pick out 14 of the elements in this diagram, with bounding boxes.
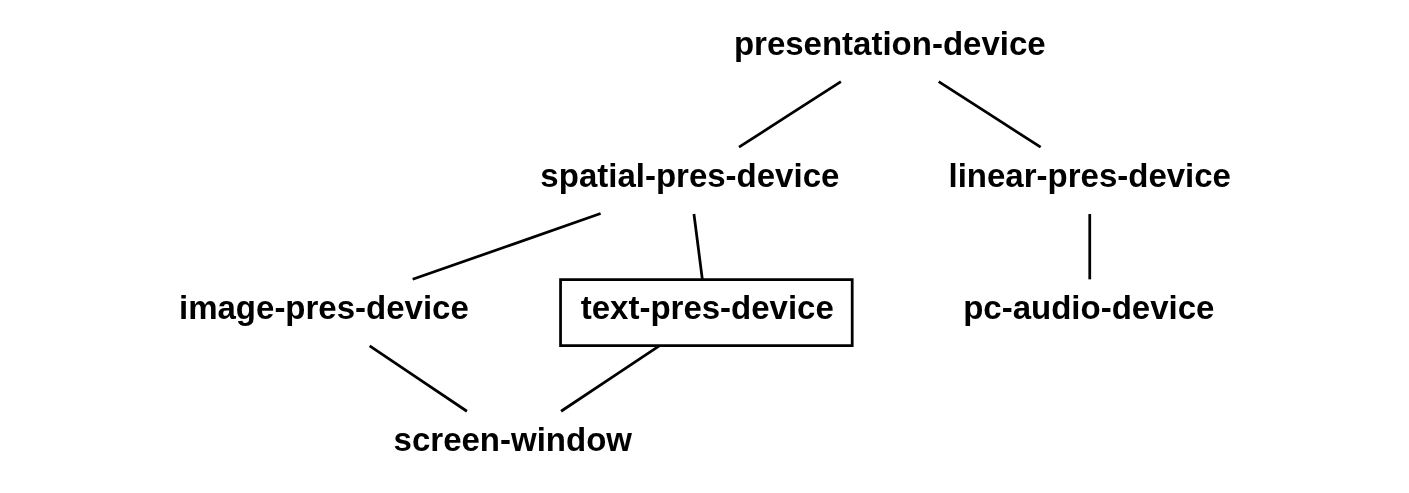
node-text: pc-audio-device: [962, 288, 1214, 326]
node-text: spatial-pres-device: [539, 156, 839, 194]
connector: [368, 344, 468, 413]
node-text: linear-pres-device: [948, 156, 1231, 194]
connector: [411, 212, 601, 281]
node-text: presentation-device: [733, 24, 1046, 62]
connector: [937, 80, 1041, 149]
connector: [737, 80, 842, 149]
connector: [559, 344, 660, 413]
node-text: image-pres-device: [178, 288, 469, 326]
node-text: screen-window: [393, 420, 632, 458]
connector: [1087, 214, 1091, 280]
connector: [692, 213, 704, 280]
node-box: text-pres-device: [558, 278, 854, 347]
